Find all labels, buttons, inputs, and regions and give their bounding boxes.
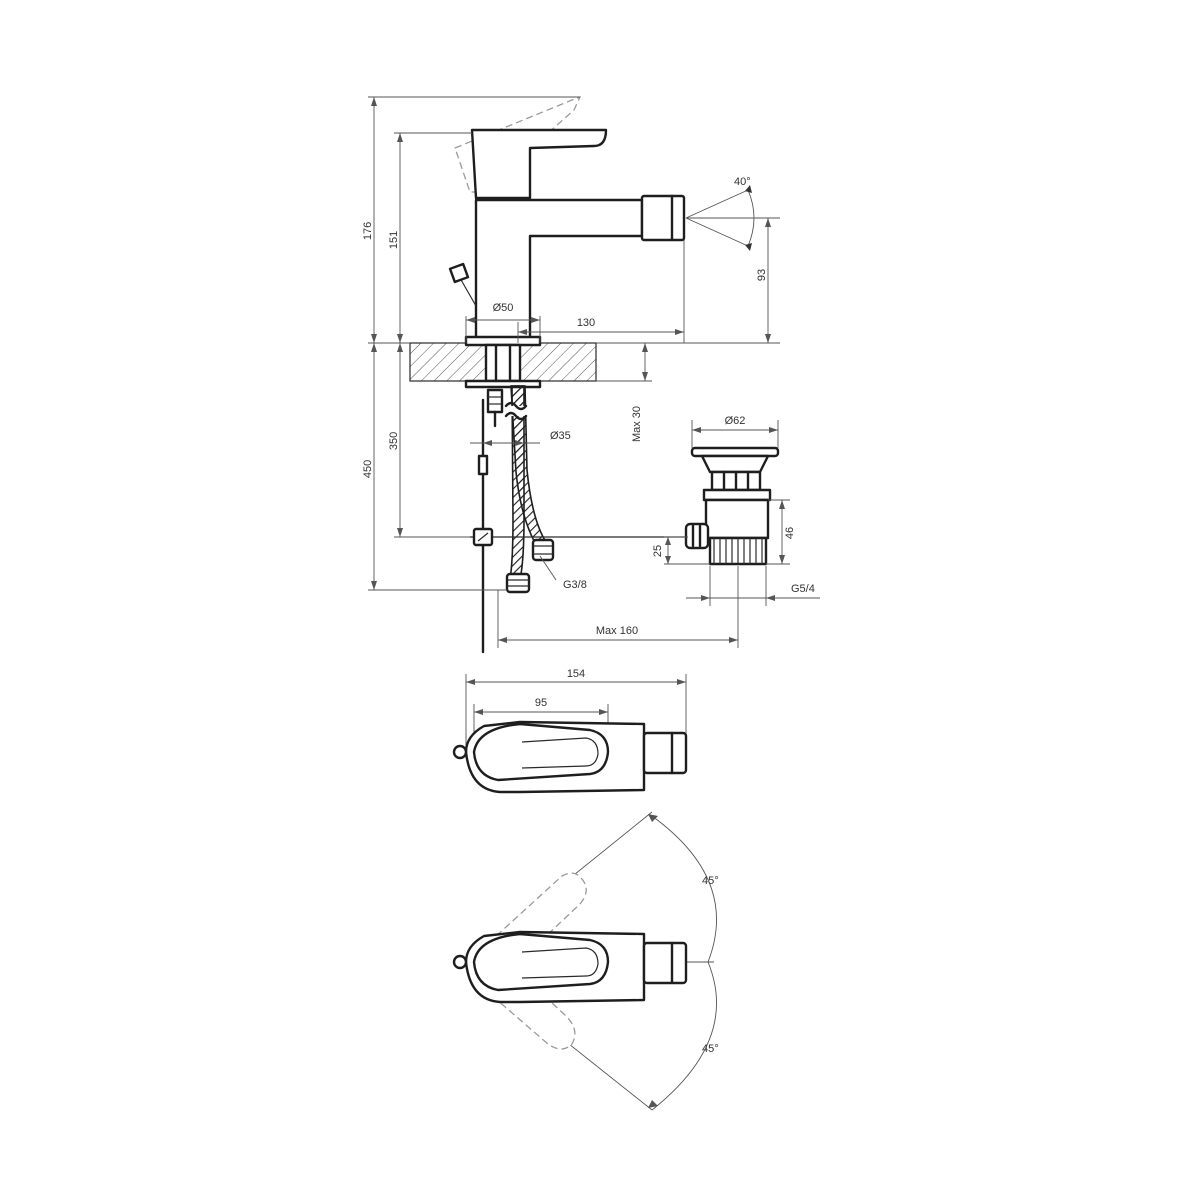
dim-top-length: 154: [567, 668, 585, 680]
dim-waste-diameter: Ø62: [725, 415, 746, 427]
top-popup-knob: [452, 744, 468, 760]
waste-assembly: [684, 446, 780, 566]
dim-max-deck: Max 30: [631, 406, 643, 442]
dimension-lines: [368, 96, 820, 648]
mounting-shank: [484, 343, 522, 383]
dim-hose-thread: G3/8: [563, 579, 587, 591]
nozzle: [640, 194, 686, 242]
dim-max-rod-length: Max 160: [596, 625, 638, 637]
rotation-lever-outline: [472, 932, 610, 992]
lever-handle: [470, 128, 608, 200]
rotation-nozzle: [642, 941, 688, 985]
dim-waste-thread: G5/4: [791, 583, 815, 595]
top-view: 154 95: [452, 668, 688, 794]
dim-top-lever-length: 95: [535, 697, 547, 709]
rotation-popup-knob: [452, 954, 468, 970]
dim-base-diameter: Ø50: [493, 302, 514, 314]
top-nozzle: [642, 731, 688, 775]
dim-overall-height: 176: [362, 222, 374, 240]
hose-fitting-2: [505, 572, 531, 594]
rotation-angle-left-label: 45°: [702, 875, 719, 887]
dim-lever-height: 151: [388, 231, 400, 249]
hose-fitting-1: [531, 538, 555, 562]
rotation-view: 45° 45°: [452, 811, 719, 1111]
side-elevation-view: 40°: [362, 95, 820, 654]
popup-rod: [448, 262, 477, 307]
dim-hose-length: 350: [388, 432, 400, 450]
dim-total-depth: 450: [362, 460, 374, 478]
dim-spout-reach: 130: [577, 317, 595, 329]
dim-hose-diameter: Ø35: [550, 430, 571, 442]
mixer-body: [474, 198, 644, 344]
dim-rod-height: 25: [652, 545, 664, 557]
top-lever-outline: [472, 722, 610, 782]
dim-waste-height: 46: [784, 527, 796, 539]
dim-nozzle-height: 93: [756, 269, 768, 281]
spray-angle-label: 40°: [734, 176, 751, 188]
rotation-angle-right-label: 45°: [702, 1043, 719, 1055]
rod-fitting: [486, 388, 504, 414]
